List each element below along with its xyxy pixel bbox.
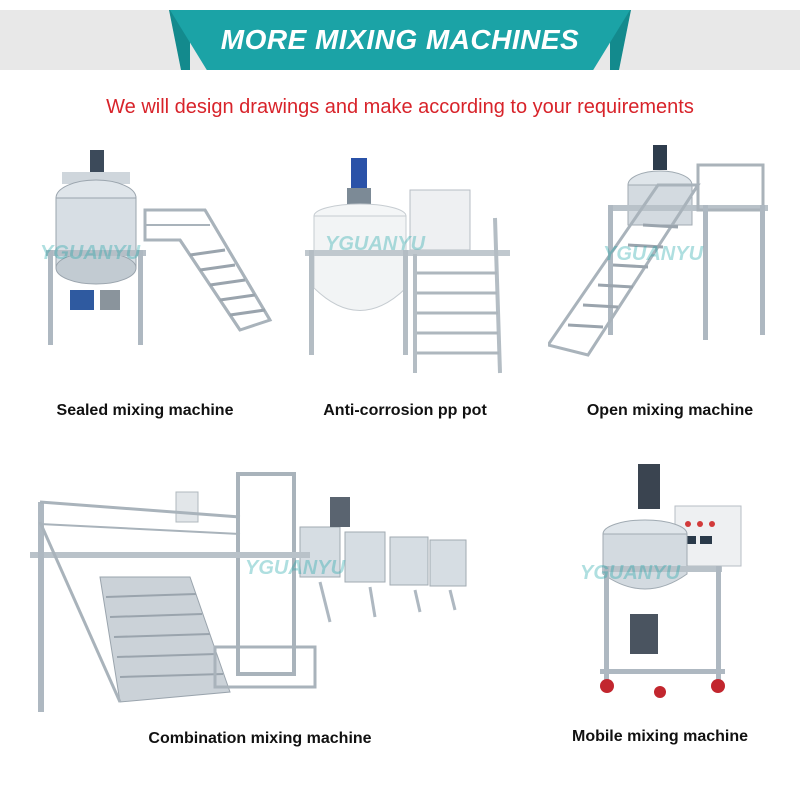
product-combination-mixing-machine: YGUANYU — [30, 462, 470, 717]
watermark: YGUANYU — [580, 562, 681, 584]
caption-mobile-mixing-machine: Mobile mixing machine — [571, 728, 749, 745]
caption-anti-corrosion-pp-pot: Anti-corrosion pp pot — [323, 402, 487, 419]
mobile-mixer-image — [600, 464, 742, 698]
product-open-mixing-machine: YGUANYU — [548, 145, 770, 370]
title-banner: MORE MIXING MACHINES — [170, 10, 630, 70]
caption-combination-mixing-machine: Combination mixing machine — [148, 730, 372, 747]
sealed-mixer-image — [46, 150, 273, 345]
watermark: YGUANYU — [245, 557, 346, 579]
watermark: YGUANYU — [40, 242, 141, 264]
pp-pot-image — [305, 158, 510, 374]
product-mobile-mixing-machine: YGUANYU — [580, 464, 745, 700]
caption-open-mixing-machine: Open mixing machine — [586, 402, 754, 419]
open-mixer-image — [548, 145, 768, 357]
caption-sealed-mixing-machine: Sealed mixing machine — [56, 402, 234, 419]
watermark: YGUANYU — [603, 243, 704, 265]
combination-mixer-image — [30, 472, 467, 712]
watermark: YGUANYU — [325, 233, 426, 255]
product-sealed-mixing-machine: YGUANYU — [40, 150, 280, 360]
page-title: MORE MIXING MACHINES — [220, 24, 580, 55]
product-anti-corrosion-pp-pot: YGUANYU — [305, 158, 510, 378]
subtitle: We will design drawings and make accordi… — [106, 96, 694, 118]
